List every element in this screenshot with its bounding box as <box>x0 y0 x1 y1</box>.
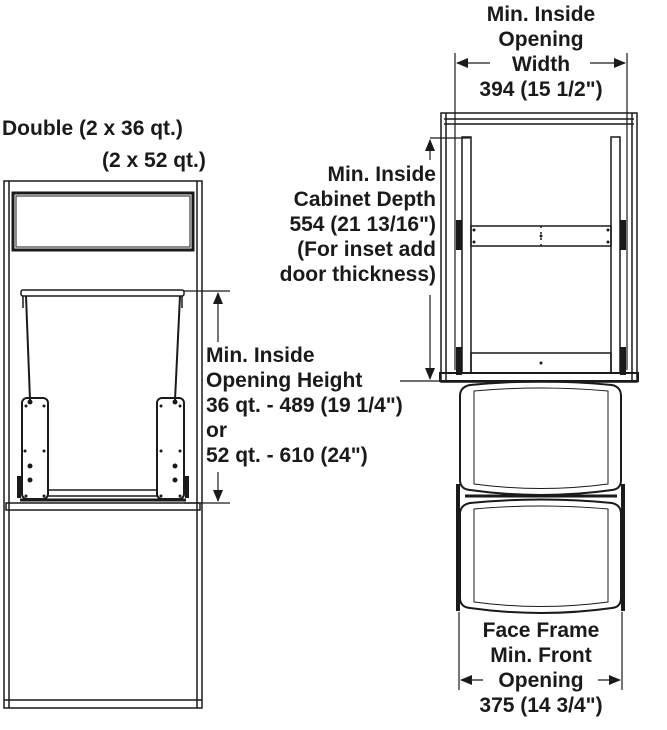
drawer-front <box>11 191 195 252</box>
face-frame <box>439 372 639 382</box>
face-frame-dimension <box>458 612 623 690</box>
front-bin <box>459 380 622 496</box>
title-label-alt: (2 x 52 qt.) <box>102 148 206 173</box>
rear-bin <box>459 498 622 614</box>
right-bracket <box>156 397 185 500</box>
bin-rim <box>20 289 185 297</box>
title-label: Double (2 x 36 qt.) <box>2 116 183 141</box>
cabinet-outline <box>3 180 203 709</box>
left-slide <box>461 136 472 374</box>
opening-width-label: Min. Inside Opening Width 394 (15 1/2") <box>479 3 603 101</box>
top-plan-view <box>439 112 639 614</box>
bracket-holes <box>17 399 189 498</box>
right-slide <box>610 136 621 374</box>
opening-height-label: Min. Inside Opening Height 36 qt. - 489 … <box>206 344 403 467</box>
opening-height-dimension <box>184 290 230 504</box>
left-bracket <box>21 397 49 500</box>
front-elevation-view <box>3 180 203 709</box>
opening-width-dimension <box>454 53 628 370</box>
title-line-1: Double (2 x 36 qt.) <box>2 117 183 140</box>
face-frame-label: Face Frame Min. Front Opening 375 (14 3/… <box>479 619 603 717</box>
slide-hardware <box>456 220 626 375</box>
base-shelf <box>5 502 201 511</box>
title-line-2: (2 x 52 qt.) <box>102 149 206 172</box>
cabinet-depth-label: Min. Inside Cabinet Depth 554 (21 13/16"… <box>279 163 436 286</box>
cabinet-depth-dimension <box>400 137 470 382</box>
